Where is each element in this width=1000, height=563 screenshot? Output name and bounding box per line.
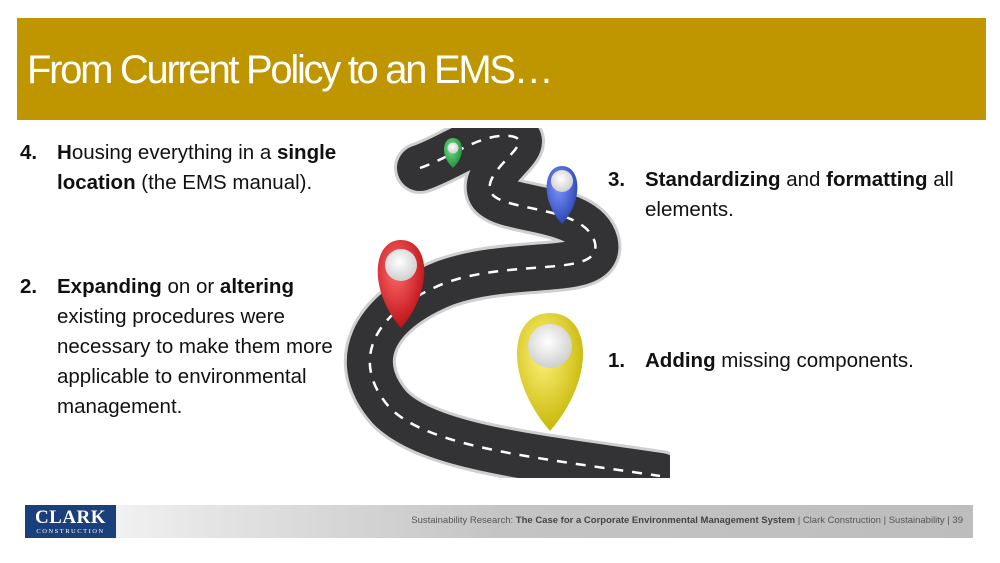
logo-sub-text: CONSTRUCTION <box>36 528 105 535</box>
item-number: 3. <box>608 168 626 191</box>
item-text: Housing everything in a single location … <box>57 138 370 198</box>
green-pin-icon <box>443 138 463 168</box>
list-item-1: 1. Adding missing components. <box>608 346 988 376</box>
footer-caption: Sustainability Research: The Case for a … <box>411 515 963 526</box>
list-item-2: 2. Expanding on or altering existing pro… <box>20 272 350 422</box>
logo-main-text: CLARK <box>34 507 107 528</box>
blue-pin-icon <box>546 166 578 224</box>
slide-title: From Current Policy to an EMS… <box>27 48 554 92</box>
item-text-part: on or <box>161 275 220 298</box>
item-emphasis: altering <box>219 275 294 298</box>
footer-bar: CLARK CONSTRUCTION Sustainability Resear… <box>25 505 973 538</box>
item-text-part: all elements. <box>645 168 954 221</box>
item-emphasis: H <box>57 141 72 164</box>
item-emphasis: single location <box>57 141 337 194</box>
item-text: Standardizing and formatting all element… <box>645 165 988 225</box>
item-text-part: existing procedures were necessary to ma… <box>57 305 333 418</box>
footer-rest: | Clark Construction | Sustainability | … <box>795 515 963 526</box>
item-number: 4. <box>20 141 38 164</box>
item-number: 2. <box>20 275 38 298</box>
footer-paper-title: The Case for a Corporate Environmental M… <box>515 515 796 526</box>
item-text-part: missing components. <box>715 349 914 372</box>
item-text-part: and <box>780 168 827 191</box>
item-text-part: ousing everything in a <box>71 141 277 164</box>
item-number: 1. <box>608 349 626 372</box>
winding-road-illustration <box>343 128 670 478</box>
road-shape <box>343 128 670 478</box>
item-text-part: (the EMS manual). <box>135 171 313 194</box>
list-item-3: 3. Standardizing and formatting all elem… <box>608 165 988 225</box>
item-emphasis: formatting <box>826 168 928 191</box>
item-emphasis: Adding <box>645 349 716 372</box>
yellow-pin-icon <box>516 313 584 431</box>
clark-logo: CLARK CONSTRUCTION <box>25 505 116 538</box>
item-text: Adding missing components. <box>645 346 988 376</box>
item-text: Expanding on or altering existing proced… <box>57 272 350 422</box>
red-pin-icon <box>377 240 425 328</box>
list-item-4: 4. Housing everything in a single locati… <box>20 138 370 198</box>
item-emphasis: Standardizing <box>645 168 781 191</box>
footer-prefix: Sustainability Research: <box>411 515 516 526</box>
title-bar: From Current Policy to an EMS… <box>17 18 986 120</box>
item-emphasis: Expanding <box>57 275 162 298</box>
